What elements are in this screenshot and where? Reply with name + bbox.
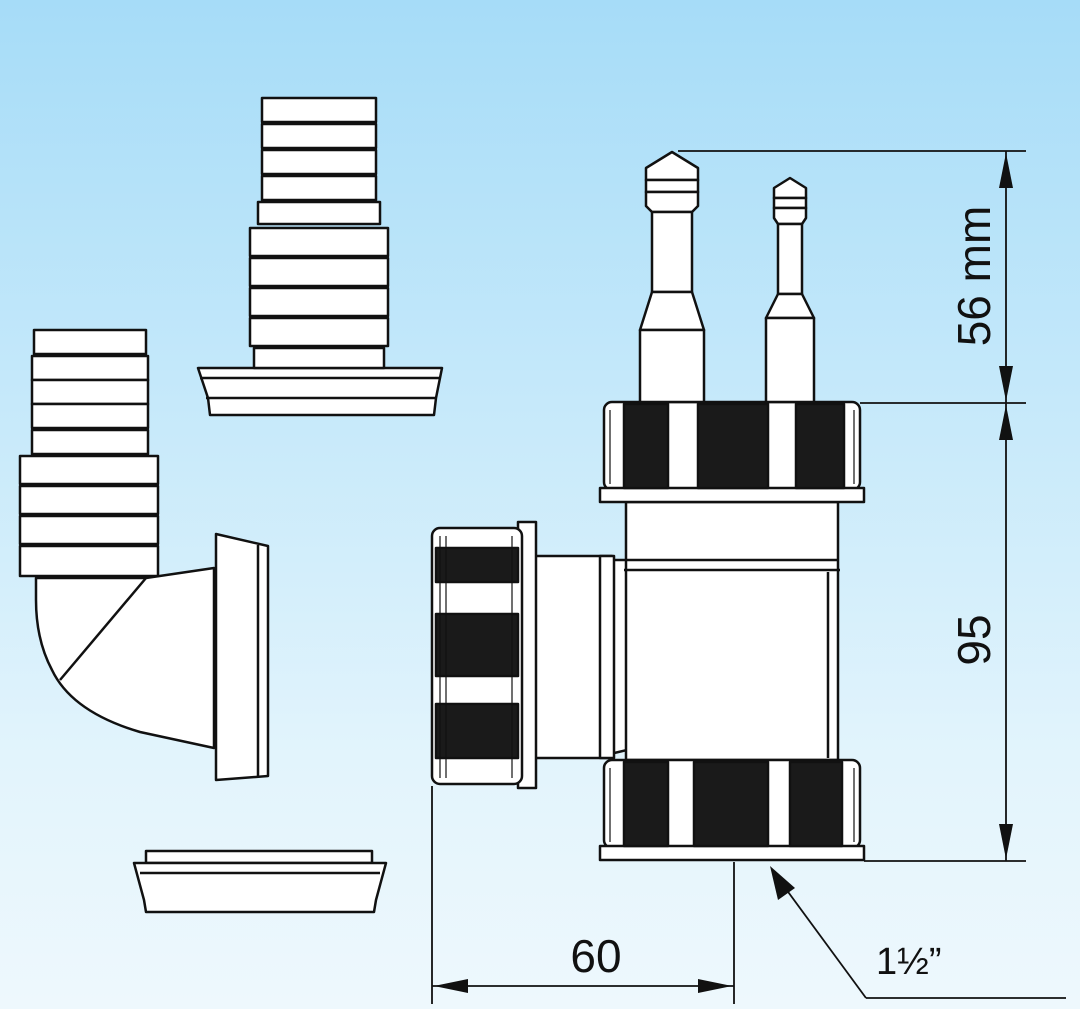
dimension-label-60: 60 [570, 930, 621, 982]
dimension-label-thread: 1½” [876, 941, 941, 983]
arrow-leader-icon [770, 866, 795, 900]
dimension-arrows [434, 153, 1013, 993]
arrow-down-icon [999, 366, 1013, 401]
arrow-right-icon [698, 979, 732, 993]
small-spigot [764, 176, 816, 404]
elbow-hose-connector [18, 328, 270, 782]
arrow-up-icon [999, 405, 1013, 440]
large-spigot [638, 150, 706, 404]
seal-cap [132, 849, 388, 914]
siphon-body [430, 150, 866, 862]
dimension-label-56mm: 56 mm [948, 206, 1000, 347]
dimension-lines [431, 150, 1066, 1004]
arrow-down-icon [999, 824, 1013, 859]
side-nut [430, 520, 538, 790]
top-nut [598, 400, 866, 504]
straight-hose-connector [196, 96, 444, 417]
arrow-left-icon [434, 979, 468, 993]
bottom-nut [598, 758, 866, 862]
arrow-up-icon [999, 153, 1013, 188]
dimension-label-95: 95 [948, 614, 1000, 665]
